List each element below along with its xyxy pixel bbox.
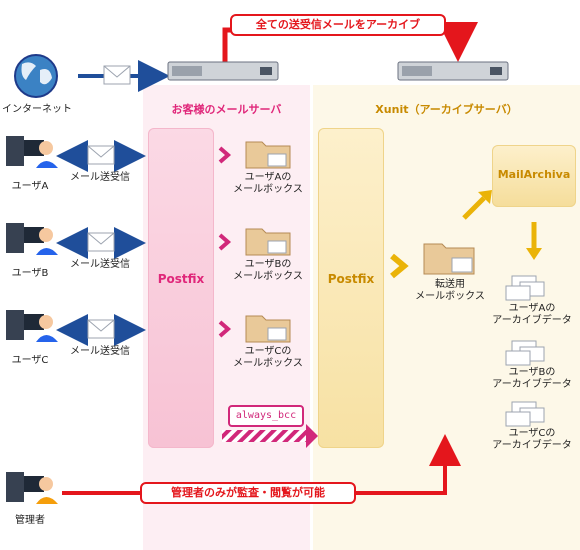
mailbox-a-line1: ユーザAの xyxy=(244,172,292,183)
mailbox-b-label: ユーザBの メールボックス xyxy=(226,259,310,283)
chevron-icon-c xyxy=(218,320,232,338)
user-a-link-label: メール送受信 xyxy=(70,172,130,183)
archive-a-line1: ユーザAの xyxy=(508,303,556,314)
banner-archive-all: 全ての送受信メールをアーカイブ xyxy=(230,14,446,36)
chevron-icon-a xyxy=(218,146,232,164)
user-a-label: ユーザA xyxy=(11,181,49,192)
archive-server-icon xyxy=(397,61,509,81)
customer-server-title: お客様のメールサーバ xyxy=(171,103,282,116)
user-c-label: ユーザC xyxy=(11,355,49,366)
envelope-icon-c xyxy=(87,319,115,339)
transfer-line2: メールボックス xyxy=(415,291,485,302)
archive-b-line2: アーカイブデータ xyxy=(492,379,572,390)
archive-a-line2: アーカイブデータ xyxy=(492,315,572,326)
folder-icon-c xyxy=(245,315,291,343)
envelope-icon-internet xyxy=(103,65,131,85)
mailbox-c-line1: ユーザCの xyxy=(244,346,292,357)
admin-label: 管理者 xyxy=(15,515,45,526)
envelope-icon-a xyxy=(87,145,115,165)
postfix-column-archive xyxy=(318,128,384,448)
mailbox-a-label: ユーザAの メールボックス xyxy=(226,172,310,196)
archive-b-label: ユーザBの アーカイブデータ xyxy=(486,367,578,391)
folder-icon-a xyxy=(245,141,291,169)
transfer-folder-icon xyxy=(423,243,475,275)
postfix-label-archive: Postfix xyxy=(327,272,375,286)
bcc-arrow-head xyxy=(306,424,318,448)
postfix-label-customer: Postfix xyxy=(157,272,205,286)
archive-stack-icon-a xyxy=(505,275,545,301)
globe-icon xyxy=(14,54,58,98)
mailbox-c-line2: メールボックス xyxy=(233,358,303,369)
always-bcc-badge: always_bcc xyxy=(228,405,304,427)
archive-b-line1: ユーザBの xyxy=(508,367,556,378)
archive-server-title: Xunit（アーカイブサーバ） xyxy=(375,103,518,116)
transfer-line1: 転送用 xyxy=(435,279,465,290)
archive-c-line2: アーカイブデータ xyxy=(492,440,572,451)
user-b-icon xyxy=(6,223,58,255)
transfer-chevron-icon xyxy=(390,253,409,279)
user-c-icon xyxy=(6,310,58,342)
postfix-column-customer xyxy=(148,128,214,448)
archive-c-label: ユーザCの アーカイブデータ xyxy=(486,428,578,452)
mailbox-c-label: ユーザCの メールボックス xyxy=(226,346,310,370)
archive-a-label: ユーザAの アーカイブデータ xyxy=(486,303,578,327)
archive-stack-icon-c xyxy=(505,401,545,427)
mail-server-icon xyxy=(167,61,279,81)
chevron-icon-b xyxy=(218,233,232,251)
arrow-to-mailarchiva xyxy=(462,196,486,220)
transfer-mailbox-label: 転送用 メールボックス xyxy=(410,279,490,303)
mailarchiva-label: MailArchiva xyxy=(497,168,571,181)
folder-icon-b xyxy=(245,228,291,256)
user-c-link-label: メール送受信 xyxy=(70,346,130,357)
archive-c-line1: ユーザCの xyxy=(508,428,556,439)
admin-icon xyxy=(6,472,58,504)
user-b-label: ユーザB xyxy=(11,268,49,279)
mailbox-b-line1: ユーザBの xyxy=(244,259,292,270)
mailbox-b-line2: メールボックス xyxy=(233,271,303,282)
user-a-icon xyxy=(6,136,58,168)
user-b-link-label: メール送受信 xyxy=(70,259,130,270)
banner-admin-only: 管理者のみが監査・閲覧が可能 xyxy=(140,482,356,504)
mailbox-a-line2: メールボックス xyxy=(233,184,303,195)
bcc-arrow-shaft xyxy=(222,430,312,442)
archive-stack-icon-b xyxy=(505,340,545,366)
mailarchiva-box xyxy=(492,145,576,207)
envelope-icon-b xyxy=(87,232,115,252)
internet-label: インターネット xyxy=(2,104,72,115)
